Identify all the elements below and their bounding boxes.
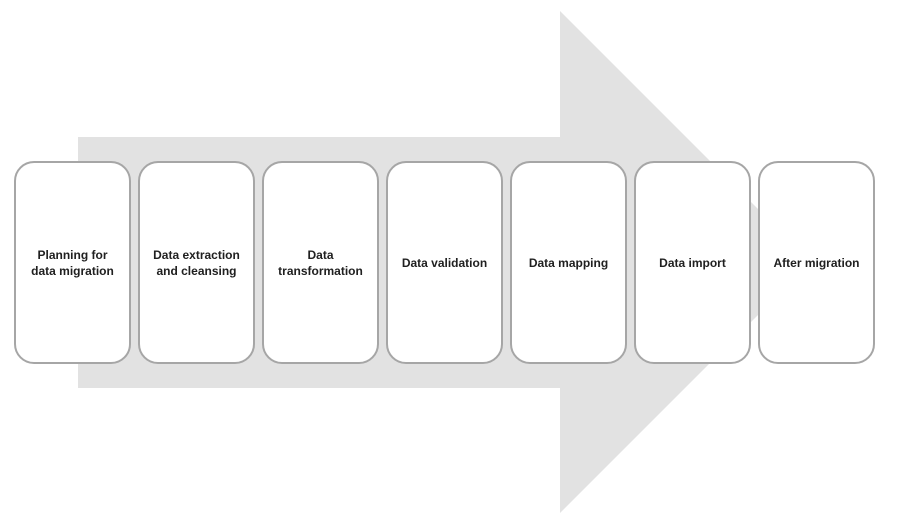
step-box-transformation: Data transformation [262,161,379,364]
step-label: After migration [773,255,860,270]
step-label: Data import [659,255,726,270]
step-box-validation: Data validation [386,161,503,364]
step-label: Data validation [401,255,488,270]
step-box-planning: Planning for data migration [14,161,131,364]
step-box-extraction-cleansing: Data extraction and cleansing [138,161,255,364]
step-box-mapping: Data mapping [510,161,627,364]
step-label: Data mapping [528,255,609,270]
step-label: Data extraction and cleansing [153,247,240,278]
step-box-import: Data import [634,161,751,364]
step-label: Data transformation [278,247,363,278]
step-label: Planning for data migration [31,247,114,278]
step-box-after-migration: After migration [758,161,875,364]
